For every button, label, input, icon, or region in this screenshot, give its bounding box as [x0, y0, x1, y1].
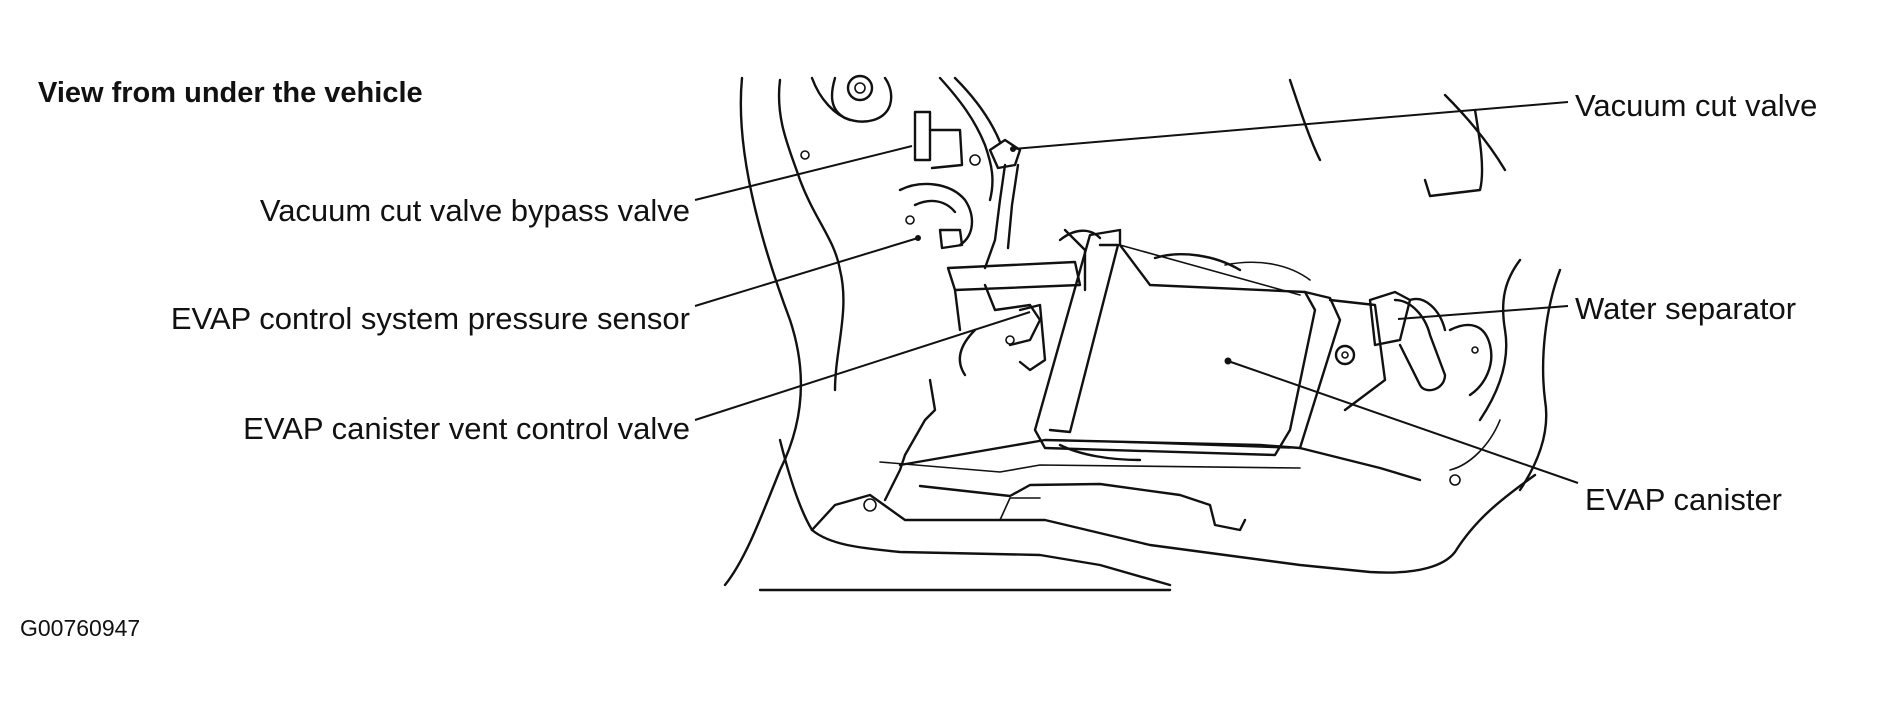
view-heading: View from under the vehicle	[38, 77, 423, 109]
label-evap-pressure-sensor: EVAP control system pressure sensor	[170, 301, 690, 336]
canister-pointer-dot	[1224, 357, 1232, 365]
label-evap-vent-control-valve: EVAP canister vent control valve	[243, 411, 690, 446]
valve-cluster	[898, 76, 1102, 377]
chassis-outline	[723, 76, 1562, 592]
leader-evap-canister	[1227, 360, 1579, 484]
pressure-sensor-pointer-dot	[915, 235, 921, 241]
evap-canister-drawing	[1033, 228, 1342, 462]
leader-evap-pressure-sensor	[694, 237, 919, 307]
strut-mount	[830, 74, 893, 123]
leader-lines	[694, 101, 1579, 484]
leader-evap-vent-control-valve	[694, 311, 1031, 421]
label-water-separator: Water separator	[1575, 291, 1797, 326]
leader-vacuum-cut-valve-bypass-valve	[694, 145, 913, 201]
label-evap-canister: EVAP canister	[1585, 482, 1783, 517]
detail-holes	[800, 150, 1479, 512]
leader-water-separator	[1397, 305, 1569, 320]
figure-code: G00760947	[20, 615, 141, 641]
label-vacuum-cut-valve: Vacuum cut valve	[1575, 88, 1818, 123]
water-separator-drawing	[1328, 290, 1493, 412]
label-vacuum-cut-valve-bypass-valve: Vacuum cut valve bypass valve	[259, 193, 690, 228]
